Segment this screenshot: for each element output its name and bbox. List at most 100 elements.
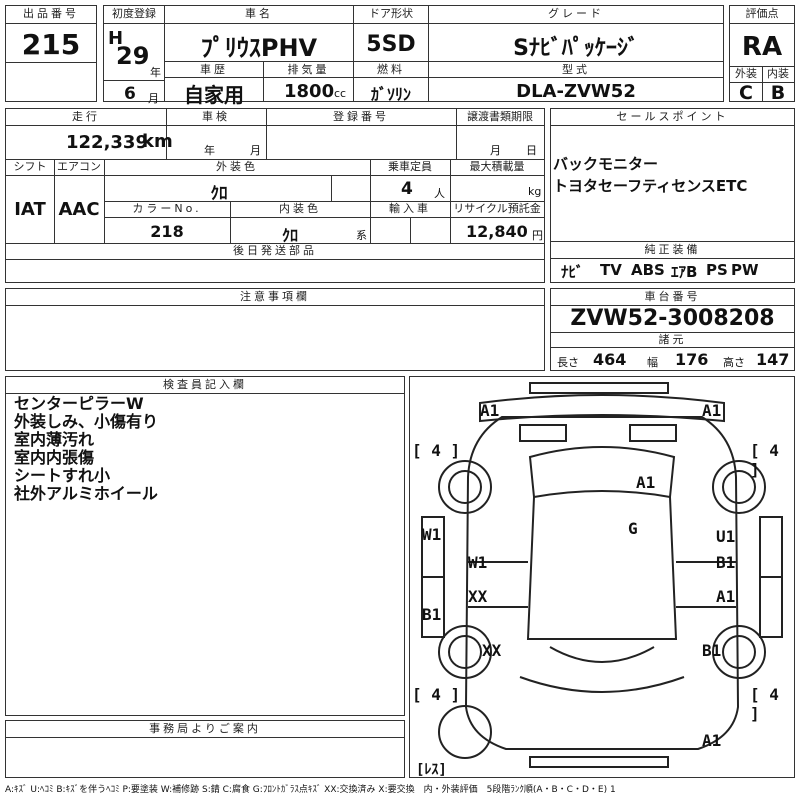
equipment-item: PS (706, 261, 728, 279)
mark-rear: A1 (702, 731, 722, 750)
displacement-box: 排気量 1800 cc (263, 61, 354, 102)
color-no-label: カラーNo. (132, 202, 202, 215)
equipment-item: ﾅﾋﾞ (561, 263, 584, 281)
tire-fr: [ 4 ] (750, 441, 779, 479)
width-label: 幅 (647, 356, 658, 369)
mark-front-left: A1 (480, 401, 500, 420)
transfer-doc-label: 譲渡書類期限 (467, 110, 533, 123)
ext-color: ｸﾛ (210, 184, 228, 204)
equipment-item: TV (600, 261, 622, 279)
right-headlight-outline (629, 424, 677, 442)
sales-point-line: トヨタセーフティセンスETC (553, 177, 748, 195)
recycle-unit: 円 (532, 229, 543, 242)
door-box: ドア形状 5SD (353, 5, 429, 62)
inspector-note: 室内薄汚れ (14, 430, 95, 449)
lot-number-label: 出品番号 (23, 7, 79, 20)
score-label: 評価点 (745, 7, 779, 20)
grade: Sﾅﾋﾞﾊﾟｯｹｰｼﾞ (513, 36, 639, 61)
width: 176 (675, 350, 709, 369)
import-label: 輸入車 (389, 202, 431, 215)
registration-month: 6 (124, 84, 136, 104)
mark-right-rear-fender: B1 (702, 641, 722, 660)
era-letter: H (108, 28, 124, 49)
inspector-note: 室内内張傷 (14, 448, 95, 467)
int-color-suffix: 系 (356, 229, 367, 242)
mileage-unit: km (142, 131, 173, 152)
recycle-label: リサイクル預託金 (453, 202, 541, 215)
month-unit: 月 (148, 92, 159, 105)
max-load-label: 最大積載量 (469, 160, 525, 173)
first-registration-box: 初度登録 H 29 年 6 月 (103, 5, 165, 105)
displacement-unit: cc (334, 87, 347, 100)
vehicle-detail-table: 走行 車検 登録番号 譲渡書類期限 122,339 km 年 月 月 日 シフト… (5, 108, 545, 283)
mileage-label: 走行 (72, 110, 100, 123)
spare-wheel (438, 705, 492, 759)
sales-point-line: バックモニター (553, 155, 659, 173)
capacity-unit: 人 (434, 187, 445, 200)
max-load-unit: kg (528, 185, 542, 198)
legend: A:ｷｽﾞ U:ﾍｺﾐ B:ｷｽﾞを伴うﾍｺﾐ P:要塗装 W:補修跡 S:錆 … (5, 785, 616, 795)
wheel-rl (438, 625, 492, 679)
mark-left-rear-door: XX (468, 587, 488, 606)
wheel-rr-inner (722, 635, 756, 669)
inspector-box: 検査員記入欄 センターピラーW 外装しみ、小傷有り 室内薄汚れ 室内内張傷 シー… (5, 376, 405, 716)
mark-right-front-door: U1 (716, 527, 736, 546)
mark-left-mid-door: B1 (422, 605, 442, 624)
history-label: 車歴 (200, 63, 228, 76)
door-type: 5SD (366, 32, 416, 57)
sales-point-label: セールスポイント (616, 110, 729, 123)
inspector-note: 外装しみ、小傷有り (14, 412, 159, 431)
chassis-label: 車台番号 (644, 290, 701, 303)
spare-tire: [ﾚｽ] (416, 762, 447, 778)
transfer-day-unit: 日 (526, 144, 537, 157)
car-name: ﾌﾟﾘｳｽPHV (200, 34, 318, 62)
wheel-fr-inner (722, 470, 756, 504)
car-name-label: 車名 (245, 7, 273, 20)
chassis-number: ZVW52-3008208 (570, 306, 775, 331)
model-box: 型式 DLA-ZVW52 (428, 61, 724, 102)
mark-right-rear-door: A1 (716, 587, 736, 606)
door-label: ドア形状 (369, 7, 413, 20)
rear-window-outline (549, 646, 655, 663)
chassis-box: 車台番号 ZVW52-3008208 諸元 長さ 464 幅 176 高さ 14… (550, 288, 795, 371)
lot-number-box: 出品番号 215 (5, 5, 97, 102)
transfer-month-unit: 月 (490, 144, 501, 157)
car-diagram-box: A1 A1 [ 4 ] [ 4 ] A1 G W1 U1 W1 B1 XX A1… (409, 376, 795, 778)
int-color-label: 内装色 (279, 202, 321, 215)
registration-year: 29 (116, 42, 150, 70)
trunk-outline (519, 676, 685, 693)
ac-label: エアコン (57, 160, 101, 173)
later-parts-label: 後日発送部品 (233, 244, 317, 257)
inspection-label: 車検 (202, 110, 230, 123)
equipment-item: ABS (631, 261, 665, 279)
mark-front-right: A1 (702, 401, 722, 420)
office-label: 事務局よりご案内 (149, 722, 261, 735)
recycle-fee: 12,840 (466, 222, 528, 241)
tire-fl: [ 4 ] (412, 441, 461, 460)
equipment-item: PW (731, 261, 759, 279)
caution-label: 注意事項欄 (240, 290, 310, 303)
grade-label: グレード (548, 7, 604, 20)
model-label: 型式 (562, 63, 590, 76)
exterior-label: 外装 (735, 67, 757, 80)
inspector-note: センターピラーW (14, 394, 144, 413)
tire-rr: [ 4 ] (750, 685, 779, 723)
capacity: 4 (401, 179, 413, 199)
year-unit: 年 (150, 66, 161, 79)
sales-point-box: セールスポイント バックモニター トヨタセーフティセンスETC (550, 108, 795, 242)
wheel-fr (712, 460, 766, 514)
car-name-box: 車名 ﾌﾟﾘｳｽPHV (164, 5, 354, 62)
grade-box: グレード Sﾅﾋﾞﾊﾟｯｹｰｼﾞ (428, 5, 724, 62)
windshield-outline (528, 446, 676, 499)
wheel-fl (438, 460, 492, 514)
cabin-outline (526, 496, 678, 640)
inspection-month-unit: 月 (250, 144, 261, 157)
reg-number-label: 登録番号 (333, 110, 389, 123)
mileage: 122,339 (66, 132, 148, 153)
office-box: 事務局よりご案内 (5, 720, 405, 778)
interior-grade: B (770, 82, 786, 104)
fuel: ｶﾞｿﾘﾝ (370, 85, 411, 104)
displacement-label: 排気量 (287, 63, 330, 76)
model: DLA-ZVW52 (516, 81, 636, 102)
shift: IAT (14, 199, 46, 220)
